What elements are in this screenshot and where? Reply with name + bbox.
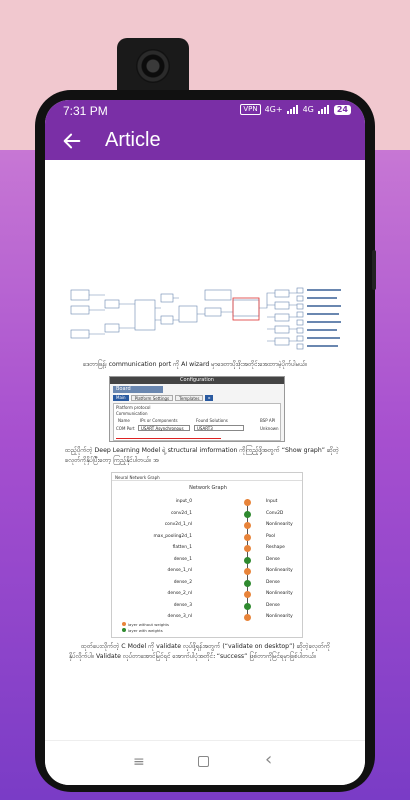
- config-window-title: Configuration: [110, 377, 284, 384]
- graph-node-type: Nonlinearity: [266, 568, 293, 573]
- page-title: Article: [105, 129, 161, 151]
- network-graph-figure: Neural Network Graph Network Graph layer…: [111, 472, 303, 638]
- graph-node-row: input_0 Input: [112, 497, 304, 509]
- status-time: 7:31 PM: [63, 104, 108, 118]
- legend-orange-dot: [122, 622, 126, 626]
- graph-node-dot: [244, 510, 251, 518]
- graph-node-type: Nonlinearity: [266, 591, 293, 596]
- config-tab-main: Main: [113, 395, 129, 401]
- graph-node-name: dense_3: [173, 602, 192, 608]
- graph-node-dot: [244, 533, 251, 541]
- config-tab-more: ▸: [205, 395, 214, 401]
- config-group-1: Platform protocol: [116, 405, 151, 410]
- graph-node-dot: [244, 602, 251, 610]
- config-panel: Platform protocol Communication Name IPs…: [113, 403, 281, 441]
- graph-node-dot: [244, 568, 251, 575]
- graph-node-type: Dense: [266, 602, 280, 608]
- graph-node-row: dense_3_nl Nonlinearity: [112, 612, 304, 624]
- network-type-2: 4G: [302, 105, 314, 114]
- config-ip-select: USART Asynchronous: [138, 425, 190, 431]
- graph-node-dot: [244, 499, 251, 506]
- graph-node-name: conv2d_1: [170, 510, 192, 516]
- arrow-left-icon[interactable]: [61, 130, 83, 152]
- graph-node-name: dense_2: [173, 579, 192, 585]
- network-type-1: 4G+: [264, 105, 283, 114]
- block-diagram-image: [70, 287, 341, 350]
- config-group-2: Communication: [116, 411, 148, 416]
- graph-node-row: dense_1 Dense: [112, 555, 304, 567]
- caption-2b: ခလုတ်ကိုနှိပ်ပြီးတော့ ကြည့်နိုင်ပါတယ်။ အ: [65, 457, 159, 464]
- caption-2a: ထည့်ပိုက်တဲ့ Deep Learning Model ရဲ့ str…: [65, 447, 339, 454]
- graph-node-name: dense_2_nl: [167, 591, 192, 596]
- vpn-icon: VPN: [240, 104, 261, 115]
- battery-icon: 24: [333, 104, 351, 115]
- config-row-name: COM Port: [116, 426, 135, 431]
- graph-node-name: input_0: [175, 499, 192, 504]
- caption-3a: ထုတ်ပေးလိုက်တဲ့ C Model ကို validate လုပ…: [81, 643, 331, 650]
- config-section-label: Board Configuration: [113, 386, 163, 399]
- graph-node-type: Pool: [266, 533, 276, 539]
- graph-node-row: dense_3 Dense: [112, 601, 304, 613]
- signal-icon-2: [317, 105, 330, 114]
- config-found-select: USART3: [194, 425, 244, 431]
- graph-node-dot: [244, 545, 251, 552]
- square-home-icon[interactable]: [198, 756, 209, 767]
- configuration-figure: Configuration Board Configuration Main P…: [109, 376, 285, 442]
- graph-node-name: max_pooling2d_1: [153, 533, 193, 539]
- config-tab-templates: Templates: [175, 395, 204, 401]
- graph-node-type: Conv2D: [266, 510, 284, 516]
- config-row-bsp: Unknown: [260, 426, 279, 431]
- graph-node-type: Nonlinearity: [266, 522, 293, 527]
- graph-node-type: Reshape: [266, 545, 285, 550]
- legend-with-weights: layer with weights: [128, 627, 163, 633]
- status-bar: 7:31 PM VPN 4G+ 4G 24: [45, 100, 365, 122]
- status-icons: VPN 4G+ 4G 24: [240, 104, 351, 115]
- graph-node-dot: [244, 591, 251, 598]
- graph-node-row: conv2d_1_nl Nonlinearity: [112, 520, 304, 532]
- graph-node-row: flatten_1 Reshape: [112, 543, 304, 555]
- phone-screen: 7:31 PM VPN 4G+ 4G 24 Article: [45, 100, 365, 785]
- menu-lines-icon[interactable]: ≡: [133, 754, 145, 770]
- graph-node-type: Nonlinearity: [266, 614, 293, 619]
- graph-node-row: max_pooling2d_1 Pool: [112, 532, 304, 544]
- graph-window-label: Neural Network Graph: [112, 473, 302, 481]
- graph-node-type: Input: [266, 499, 278, 504]
- graph-node-row: dense_2 Dense: [112, 578, 304, 590]
- config-col-bsp: BSP API: [260, 418, 276, 423]
- graph-node-row: dense_1_nl Nonlinearity: [112, 566, 304, 578]
- app-bar: Article: [45, 122, 365, 160]
- graph-node-type: Dense: [266, 556, 280, 562]
- graph-node-dot: [244, 556, 251, 564]
- camera-lens-icon: [136, 49, 170, 83]
- phone-side-button: [372, 250, 376, 290]
- graph-node-dot: [244, 522, 251, 529]
- graph-title: Network Graph: [189, 485, 227, 491]
- graph-node-row: dense_2_nl Nonlinearity: [112, 589, 304, 601]
- graph-node-dot: [244, 614, 251, 621]
- graph-node-name: flatten_1: [172, 545, 192, 550]
- config-tabs: Main Platform Settings Templates ▸: [113, 395, 281, 401]
- graph-legend: layer without weights layer with weights: [122, 621, 169, 633]
- graph-node-name: dense_1: [173, 556, 192, 562]
- highlight-underline: [116, 438, 221, 439]
- config-col-ip: IPs or Components: [140, 418, 178, 423]
- navigation-bar: ≡ ‹: [45, 740, 365, 785]
- legend-green-dot: [122, 628, 126, 632]
- chevron-left-icon[interactable]: ‹: [265, 749, 273, 770]
- config-tab-platform: Platform Settings: [130, 395, 174, 401]
- graph-node-dot: [244, 579, 251, 587]
- graph-node-type: Dense: [266, 579, 280, 585]
- signal-icon: [286, 105, 299, 114]
- graph-node-name: dense_3_nl: [167, 614, 192, 619]
- config-col-name: Name: [118, 418, 130, 423]
- graph-node-name: dense_1_nl: [167, 568, 192, 573]
- config-col-found: Found Solutions: [196, 418, 228, 423]
- graph-node-name: conv2d_1_nl: [164, 522, 192, 527]
- graph-node-row: conv2d_1 Conv2D: [112, 509, 304, 521]
- legend-without-weights: layer without weights: [128, 621, 169, 627]
- caption-3b: နှိပ်လိုက်ပါ။ Validate လုပ်တာအောင်မြင်ရင…: [69, 653, 317, 660]
- caption-1: ဒေတာဖြန့်၊ communication port ကို AI wiz…: [83, 361, 308, 368]
